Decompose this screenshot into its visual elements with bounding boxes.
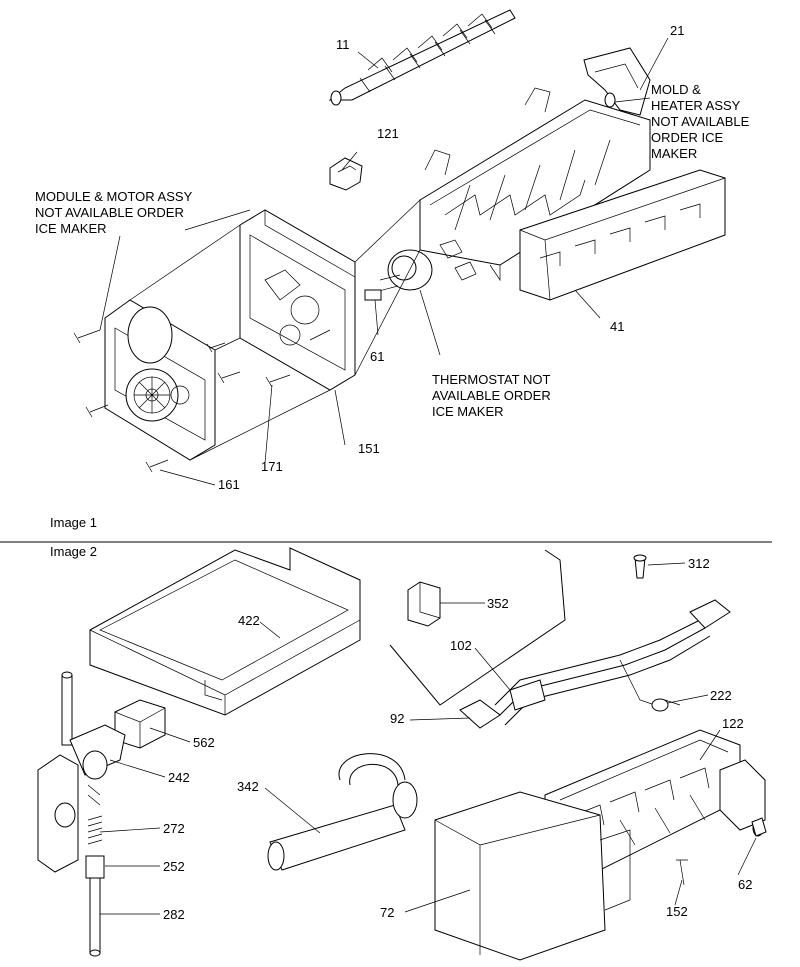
callout-92: 92	[390, 711, 405, 726]
screws-part	[73, 329, 291, 473]
callout-171: 171	[261, 459, 283, 474]
callout-151: 151	[358, 441, 380, 456]
ice-bin-part	[89, 547, 361, 716]
image-1-label: Image 1	[50, 515, 97, 530]
ejector-shaft-part	[328, 9, 516, 106]
callout-152: 152	[666, 904, 688, 919]
callout-11: 11	[336, 37, 350, 52]
leader-lines-image2	[99, 562, 757, 915]
callout-41: 41	[610, 319, 625, 334]
note-mold-heater-assy: MOLD & HEATER ASSY NOT AVAILABLE ORDER I…	[651, 82, 750, 161]
part-62	[751, 817, 767, 837]
fill-tube-part	[267, 753, 418, 871]
shutoff-arm-part	[389, 549, 566, 706]
mold-tray-part	[419, 87, 651, 282]
module-motor-assembly-part	[104, 299, 216, 461]
callout-72: 72	[380, 905, 395, 920]
callout-562: 562	[193, 735, 215, 750]
module-housing-part	[239, 209, 356, 391]
bracket-352-part	[407, 581, 441, 627]
callout-252: 252	[163, 859, 185, 874]
callout-222: 222	[710, 688, 732, 703]
callout-122: 122	[722, 716, 744, 731]
callout-21: 21	[670, 23, 685, 38]
callout-282: 282	[163, 907, 185, 922]
fill-cup-part	[519, 169, 726, 301]
callout-272: 272	[163, 821, 185, 836]
callout-352: 352	[487, 596, 509, 611]
callout-121: 121	[377, 126, 399, 141]
callout-102: 102	[450, 638, 472, 653]
leader-lines-image1	[99, 37, 669, 486]
water-valve-assembly-part	[37, 671, 126, 957]
wire-harness-part	[459, 599, 731, 729]
note-thermostat: THERMOSTAT NOT AVAILABLE ORDER ICE MAKER	[432, 372, 551, 419]
callout-161: 161	[218, 477, 240, 492]
mold-bracket-part	[583, 47, 651, 116]
callout-312: 312	[688, 556, 710, 571]
screw-152-part	[676, 859, 688, 886]
callout-422: 422	[238, 613, 260, 628]
callout-61: 61	[370, 349, 385, 364]
clip-part	[329, 157, 363, 191]
front-cover-part	[434, 791, 631, 961]
note-module-motor-assy: MODULE & MOTOR ASSY NOT AVAILABLE ORDER …	[35, 189, 193, 236]
callout-242: 242	[168, 770, 190, 785]
image-2-label: Image 2	[50, 544, 97, 559]
screw-312-part	[633, 554, 647, 579]
thermostat-part	[364, 239, 477, 301]
part-222	[651, 698, 681, 712]
callout-62: 62	[738, 877, 753, 892]
callout-342: 342	[237, 779, 259, 794]
